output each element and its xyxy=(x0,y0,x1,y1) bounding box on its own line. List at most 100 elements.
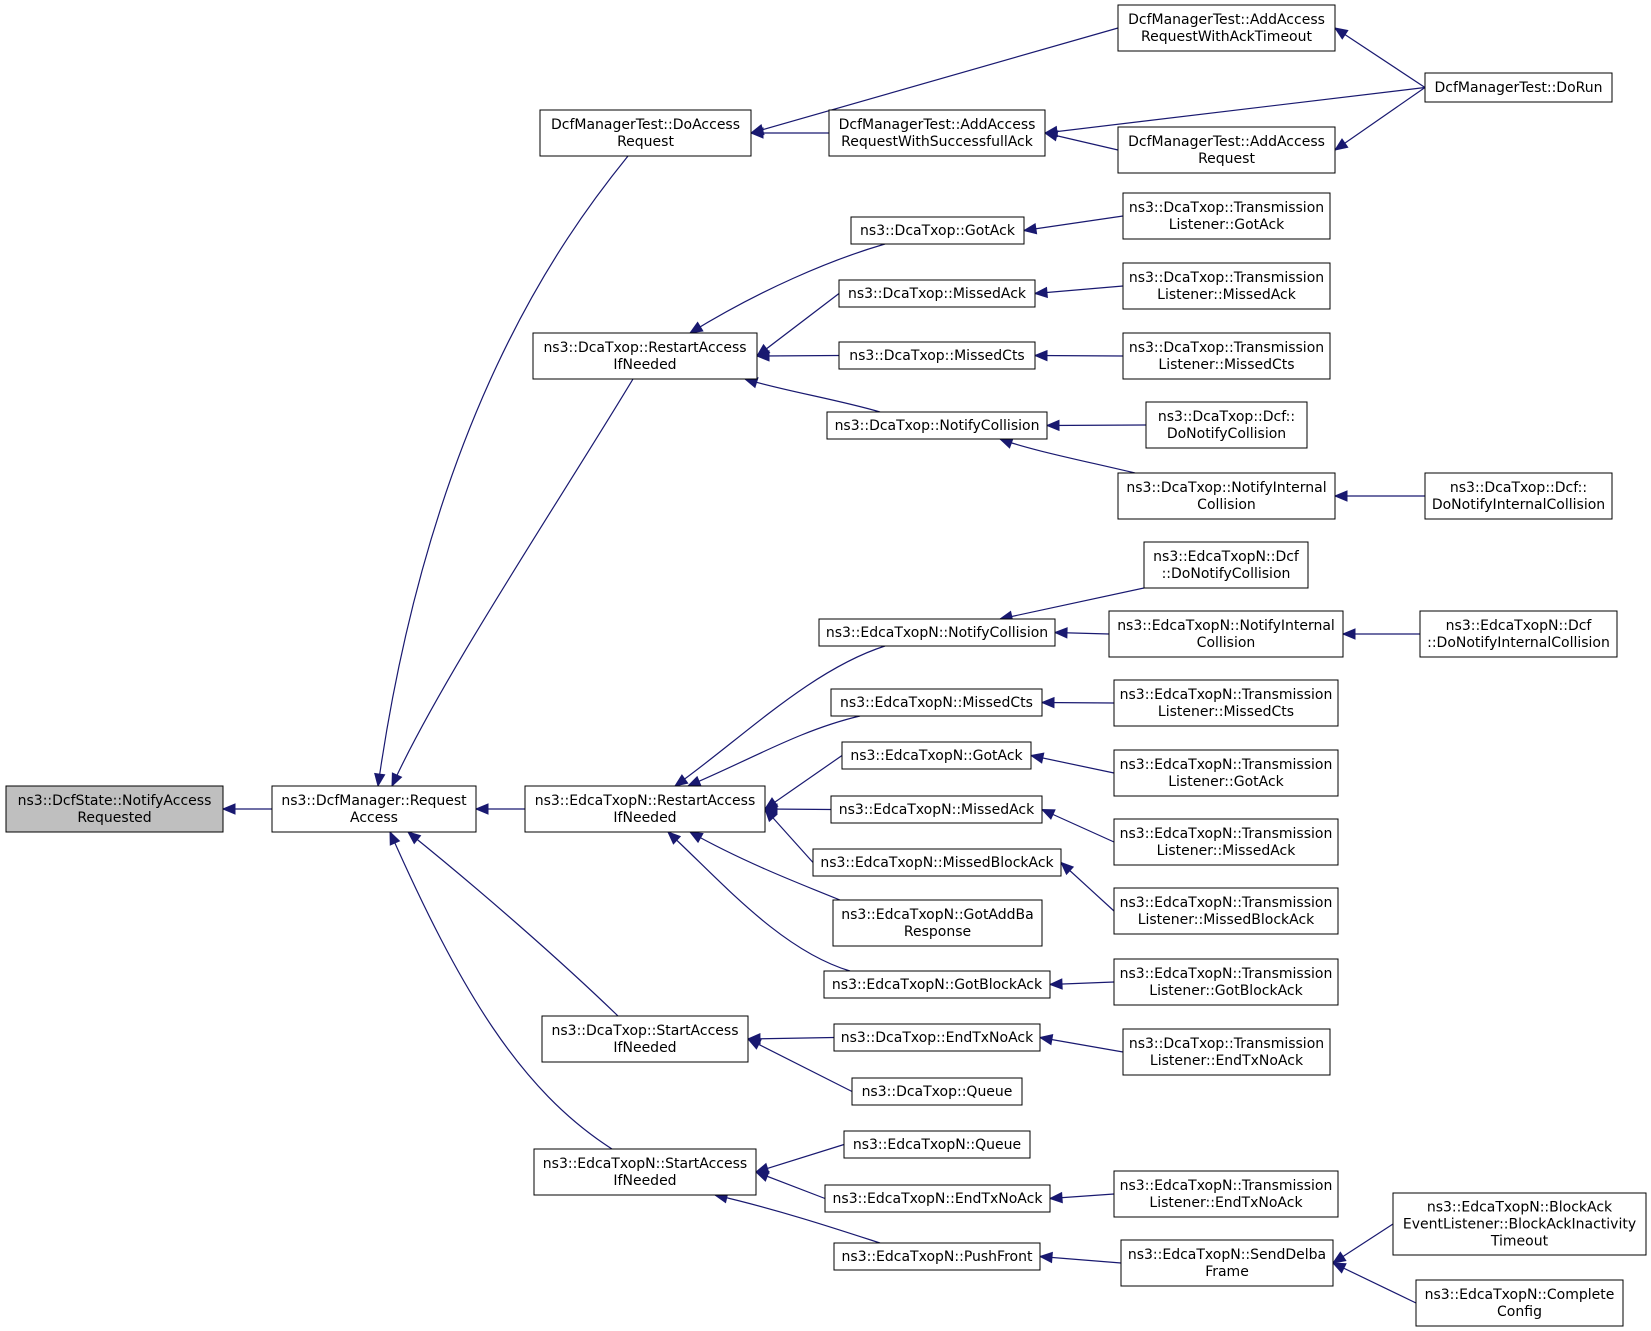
node-box xyxy=(524,785,766,833)
node-edca-dcf-donotifyint[interactable]: ns3::EdcaTxopN::Dcf::DoNotifyInternalCol… xyxy=(1419,610,1618,658)
node-edca-missedblockack[interactable]: ns3::EdcaTxopN::MissedBlockAck xyxy=(812,848,1062,877)
edge-arrowhead xyxy=(667,831,682,845)
edge-arrowhead xyxy=(1333,490,1348,502)
node-edca-tl-endtxnoack[interactable]: ns3::EdcaTxopN::TransmissionListener::En… xyxy=(1113,1170,1339,1218)
node-label-line: Listener::GotAck xyxy=(1169,217,1285,233)
edge-line xyxy=(1041,808,1115,843)
node-edca-tl-gotack[interactable]: ns3::EdcaTxopN::TransmissionListener::Go… xyxy=(1113,749,1339,797)
node-t-addsucc[interactable]: DcfManagerTest::AddAccessRequestWithSucc… xyxy=(828,109,1046,157)
node-dca-gotack[interactable]: ns3::DcaTxop::GotAck xyxy=(850,216,1025,245)
node-box xyxy=(539,109,752,157)
node-box xyxy=(851,1077,1023,1106)
node-label-line: ns3::EdcaTxopN::EndTxNoAck xyxy=(833,1191,1044,1207)
edge-edca_dcf_donotifyint-to-edca_notifyinternal xyxy=(1341,628,1420,640)
node-box xyxy=(1117,126,1336,174)
node-edca-gotack[interactable]: ns3::EdcaTxopN::GotAck xyxy=(841,741,1032,770)
node-dca-notifyinternal[interactable]: ns3::DcaTxop::NotifyInternalCollision xyxy=(1117,472,1336,520)
node-edca-notifyinternal[interactable]: ns3::EdcaTxopN::NotifyInternalCollision xyxy=(1108,610,1344,658)
node-edca-ba-inactivity[interactable]: ns3::EdcaTxopN::BlockAckEventListener::B… xyxy=(1392,1192,1647,1256)
node-edca-missedack[interactable]: ns3::EdcaTxopN::MissedAck xyxy=(830,795,1043,824)
node-edca-dcf-donotify[interactable]: ns3::EdcaTxopN::Dcf::DoNotifyCollision xyxy=(1143,541,1309,589)
node-label-line: ns3::EdcaTxopN::GotAddBa xyxy=(841,907,1033,923)
edge-dca_missedack-to-dca_restart xyxy=(755,293,840,357)
node-label-line: ns3::DcaTxop::MissedAck xyxy=(848,286,1027,302)
node-edca-endtxnoack[interactable]: ns3::EdcaTxopN::EndTxNoAck xyxy=(824,1184,1051,1213)
edge-edca_start-to-dcfmgr_req xyxy=(389,830,613,1150)
edge-edca_ba_inactivity-to-edca_senddelba xyxy=(1331,1223,1394,1264)
node-edca-tl-gotblockack[interactable]: ns3::EdcaTxopN::TransmissionListener::Go… xyxy=(1113,958,1339,1006)
node-edca-tl-missedblockack[interactable]: ns3::EdcaTxopN::TransmissionListener::Mi… xyxy=(1113,887,1339,935)
edge-arrowhead xyxy=(1048,1191,1063,1204)
edge-line xyxy=(1334,87,1426,151)
edge-dca_notifycoll-to-dca_restart xyxy=(743,377,881,413)
node-label-line: ns3::EdcaTxopN::PushFront xyxy=(842,1249,1033,1265)
node-t-dorun[interactable]: DcfManagerTest::DoRun xyxy=(1424,72,1613,103)
node-dca-tl-gotack[interactable]: ns3::DcaTxop::TransmissionListener::GotA… xyxy=(1122,192,1331,240)
node-label-line: ns3::EdcaTxopN::Queue xyxy=(853,1137,1021,1153)
node-dca-tl-missedcts[interactable]: ns3::DcaTxop::TransmissionListener::Miss… xyxy=(1122,332,1331,380)
node-label-line: ns3::EdcaTxopN::Transmission xyxy=(1120,1178,1333,1194)
node-box xyxy=(843,1130,1031,1159)
node-t-addtimeout[interactable]: DcfManagerTest::AddAccessRequestWithAckT… xyxy=(1117,4,1336,52)
node-label-line: ns3::EdcaTxopN::Transmission xyxy=(1120,757,1333,773)
node-label-line: Listener::EndTxNoAck xyxy=(1149,1195,1303,1211)
node-dca-queue[interactable]: ns3::DcaTxop::Queue xyxy=(851,1077,1023,1106)
edge-arrowhead xyxy=(1045,419,1060,432)
node-dca-missedack[interactable]: ns3::DcaTxop::MissedAck xyxy=(838,279,1036,308)
edge-t_doaccess-to-dcfmgr_req xyxy=(374,155,629,788)
node-box xyxy=(823,970,1051,999)
node-edca-missedcts[interactable]: ns3::EdcaTxopN::MissedCts xyxy=(830,688,1043,717)
edge-edca_missedack-to-edca_restart xyxy=(763,803,832,815)
node-label-line: ns3::EdcaTxopN::Transmission xyxy=(1120,966,1333,982)
node-label-line: DcfManagerTest::AddAccess xyxy=(1128,12,1325,28)
node-box xyxy=(541,1015,749,1063)
node-edca-pushfront[interactable]: ns3::EdcaTxopN::PushFront xyxy=(833,1242,1041,1271)
node-label-line: Config xyxy=(1497,1304,1542,1320)
node-dca-tl-endtxnoack[interactable]: ns3::DcaTxop::TransmissionListener::EndT… xyxy=(1122,1028,1331,1076)
node-dca-dcf-donotify[interactable]: ns3::DcaTxop::Dcf::DoNotifyCollision xyxy=(1145,401,1308,449)
node-dca-dcf-donotifyint[interactable]: ns3::DcaTxop::Dcf::DoNotifyInternalColli… xyxy=(1424,472,1613,520)
node-edca-gotblockack[interactable]: ns3::EdcaTxopN::GotBlockAck xyxy=(823,970,1051,999)
edge-arrowhead xyxy=(673,774,689,787)
node-dca-missedcts[interactable]: ns3::DcaTxop::MissedCts xyxy=(838,341,1036,370)
edge-arrowhead xyxy=(406,831,422,845)
node-dca-tl-missedack[interactable]: ns3::DcaTxop::TransmissionListener::Miss… xyxy=(1122,262,1331,310)
node-dca-notifycoll[interactable]: ns3::DcaTxop::NotifyCollision xyxy=(826,411,1048,440)
node-label-line: ns3::EdcaTxopN::Dcf xyxy=(1446,618,1593,634)
node-label-line: Request xyxy=(617,134,674,150)
node-dca-endtxnoack[interactable]: ns3::DcaTxop::EndTxNoAck xyxy=(833,1023,1041,1052)
node-label-line: ns3::EdcaTxopN::GotAck xyxy=(850,748,1023,764)
node-box xyxy=(826,411,1048,440)
node-label-line: Request xyxy=(1198,151,1255,167)
node-edca-notifycoll[interactable]: ns3::EdcaTxopN::NotifyCollision xyxy=(818,618,1056,647)
edge-t_addreq-to-t_addsucc xyxy=(1043,130,1119,151)
edge-edca_tl_missedcts-to-edca_missedcts xyxy=(1040,696,1115,709)
node-label-line: ns3::EdcaTxopN::NotifyInternal xyxy=(1117,618,1335,634)
node-edca-tl-missedcts[interactable]: ns3::EdcaTxopN::TransmissionListener::Mi… xyxy=(1113,679,1339,727)
node-edca-tl-missedack[interactable]: ns3::EdcaTxopN::TransmissionListener::Mi… xyxy=(1113,818,1339,866)
edge-edca_missedcts-to-edca_restart xyxy=(686,715,861,787)
edge-dca_dcf_donotifyint-to-dca_notifyinternal xyxy=(1333,490,1425,502)
edge-edca_endtxnoack-to-edca_start xyxy=(754,1171,826,1200)
node-box xyxy=(1117,472,1336,520)
edge-line xyxy=(689,831,841,901)
node-box xyxy=(1145,401,1308,449)
node-box xyxy=(1392,1192,1647,1256)
edge-line xyxy=(1044,86,1426,134)
node-label-line: Timeout xyxy=(1490,1234,1549,1250)
node-box xyxy=(1122,1028,1331,1076)
node-label-line: ns3::EdcaTxopN::Transmission xyxy=(1120,826,1333,842)
edges-layer xyxy=(221,27,1426,1304)
node-label-line: Listener::MissedCts xyxy=(1158,357,1294,373)
node-edca-queue[interactable]: ns3::EdcaTxopN::Queue xyxy=(843,1130,1031,1159)
